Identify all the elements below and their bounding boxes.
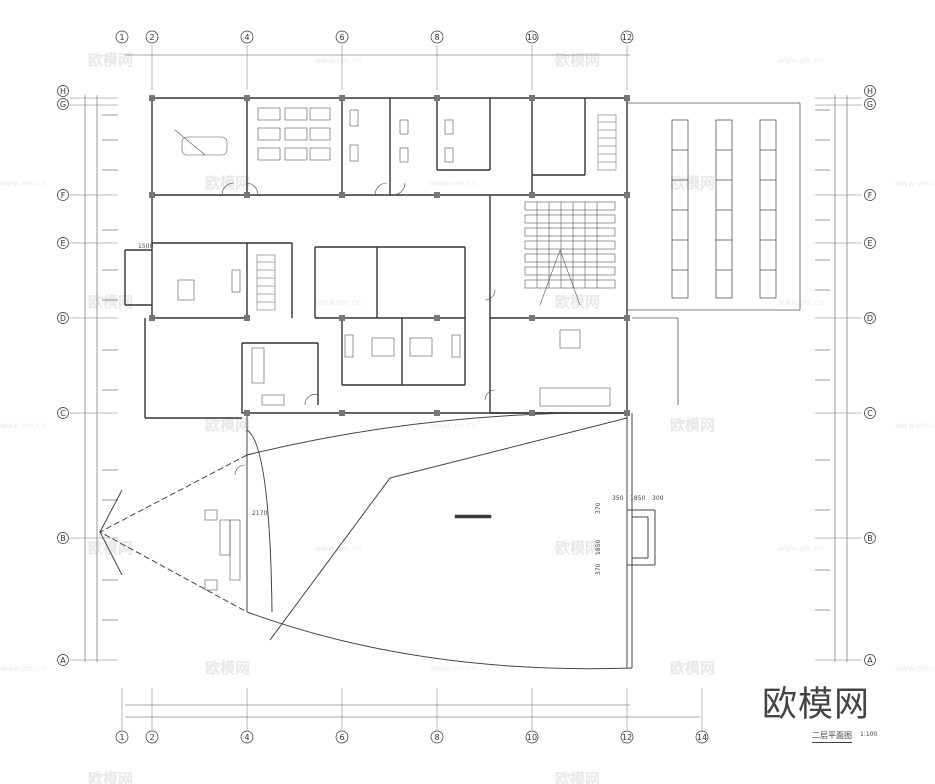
watermark-brand: 欧模网 bbox=[670, 174, 715, 192]
furniture bbox=[174, 107, 611, 591]
watermark-brand: 欧模网 bbox=[88, 539, 133, 557]
axis-label-left-G: G bbox=[60, 100, 66, 109]
dim-1500: 1500 bbox=[138, 243, 153, 250]
watermark-brand: 欧模网 bbox=[555, 293, 600, 311]
dim-350: 350 bbox=[612, 495, 624, 502]
axis-label-bottom-1: 1 bbox=[119, 733, 124, 742]
lecture-hall-seating bbox=[524, 201, 616, 306]
grid-axes bbox=[70, 45, 862, 730]
watermark-url: www.om.cn bbox=[895, 179, 935, 188]
axis-label-top-12: 12 bbox=[622, 33, 632, 42]
axis-label-left-F: F bbox=[61, 191, 66, 200]
dim-370-top: 370 bbox=[595, 502, 602, 514]
dim-2170: 2170 bbox=[252, 510, 267, 517]
axis-label-top-2: 2 bbox=[149, 33, 154, 42]
watermark-url: www.om.cn bbox=[430, 664, 476, 673]
axis-label-top-8: 8 bbox=[434, 33, 439, 42]
axis-label-right-D: D bbox=[867, 314, 873, 323]
dimension-lines bbox=[84, 54, 848, 718]
axis-label-bottom-6: 6 bbox=[339, 733, 344, 742]
watermark-url: www.om.cn bbox=[895, 421, 935, 430]
axis-bubbles-bottom bbox=[115, 730, 709, 744]
brand-logo: 欧模网 bbox=[762, 685, 871, 725]
axis-label-left-D: D bbox=[60, 314, 66, 323]
watermark-url: www.om.cn bbox=[315, 56, 361, 65]
watermark-url: www.om.cn bbox=[430, 421, 476, 430]
atrium-outline bbox=[98, 412, 656, 670]
axis-label-bottom-4: 4 bbox=[244, 733, 249, 742]
dim-370-bottom: 370 bbox=[595, 563, 602, 575]
axis-label-right-H: H bbox=[867, 87, 873, 96]
watermark-brand: 欧模网 bbox=[555, 770, 600, 784]
archive-room bbox=[627, 102, 801, 405]
axis-label-bottom-10: 10 bbox=[527, 733, 537, 742]
watermark-url: www.om.cn bbox=[778, 56, 824, 65]
axis-label-bottom-2: 2 bbox=[149, 733, 154, 742]
axis-bubbles-left bbox=[57, 85, 69, 666]
watermark-url: www.om.cn bbox=[895, 664, 935, 673]
dim-1850: 1850 bbox=[630, 495, 645, 502]
axis-label-bottom-14: 14 bbox=[697, 733, 707, 742]
watermark-brand: 欧模网 bbox=[205, 174, 250, 192]
building-walls bbox=[124, 97, 628, 419]
watermark-brand: 欧模网 bbox=[555, 51, 600, 69]
axis-label-right-B: B bbox=[867, 534, 873, 543]
drawing-title: 二层平面图 bbox=[812, 730, 852, 743]
dim-300: 300 bbox=[652, 495, 664, 502]
drawing-scale: 1:100 bbox=[860, 731, 878, 738]
watermark-url: www.om.cn bbox=[778, 544, 824, 553]
watermark-brand: 欧模网 bbox=[555, 539, 600, 557]
watermark-url: www.om.cn bbox=[315, 298, 361, 307]
stairs bbox=[256, 114, 617, 311]
watermark-layer: 欧模网 欧模网 www.om.cn www.om.cn 欧模网 欧模网 www.… bbox=[0, 51, 935, 784]
axis-label-top-10: 10 bbox=[527, 33, 537, 42]
watermark-url: www.om.cn bbox=[0, 179, 46, 188]
axis-label-left-B: B bbox=[60, 534, 66, 543]
axis-bubbles-top bbox=[115, 30, 634, 44]
axis-label-left-A: A bbox=[60, 656, 66, 665]
watermark-brand: 欧模网 bbox=[670, 416, 715, 434]
axis-label-right-C: C bbox=[867, 409, 873, 418]
watermark-url: www.om.cn bbox=[778, 298, 824, 307]
axis-label-left-C: C bbox=[60, 409, 66, 418]
axis-bubbles-right bbox=[864, 85, 876, 666]
axis-label-top-1: 1 bbox=[119, 33, 124, 42]
watermark-url: www.om.cn bbox=[430, 179, 476, 188]
watermark-brand: 欧模网 bbox=[88, 293, 133, 311]
axis-label-bottom-12: 12 bbox=[622, 733, 632, 742]
watermark-brand: 欧模网 bbox=[205, 659, 250, 677]
door-swings bbox=[221, 182, 496, 476]
watermark-url: www.om.cn bbox=[0, 421, 46, 430]
axis-label-top-4: 4 bbox=[244, 33, 249, 42]
dim-1850-vertical: 1850 bbox=[595, 540, 602, 555]
axis-label-right-A: A bbox=[867, 656, 873, 665]
watermark-brand: 欧模网 bbox=[670, 659, 715, 677]
axis-label-top-6: 6 bbox=[339, 33, 344, 42]
axis-label-right-F: F bbox=[868, 191, 873, 200]
structural-columns bbox=[149, 95, 630, 416]
axis-label-left-H: H bbox=[60, 87, 66, 96]
axis-label-right-G: G bbox=[867, 100, 873, 109]
axis-label-left-E: E bbox=[60, 239, 65, 248]
watermark-url: www.om.cn bbox=[0, 664, 46, 673]
watermark-brand: 欧模网 bbox=[88, 51, 133, 69]
axis-label-bottom-8: 8 bbox=[434, 733, 439, 742]
watermark-brand: 欧模网 bbox=[88, 770, 133, 784]
axis-label-right-E: E bbox=[867, 239, 872, 248]
watermark-brand: 欧模网 bbox=[205, 416, 250, 434]
